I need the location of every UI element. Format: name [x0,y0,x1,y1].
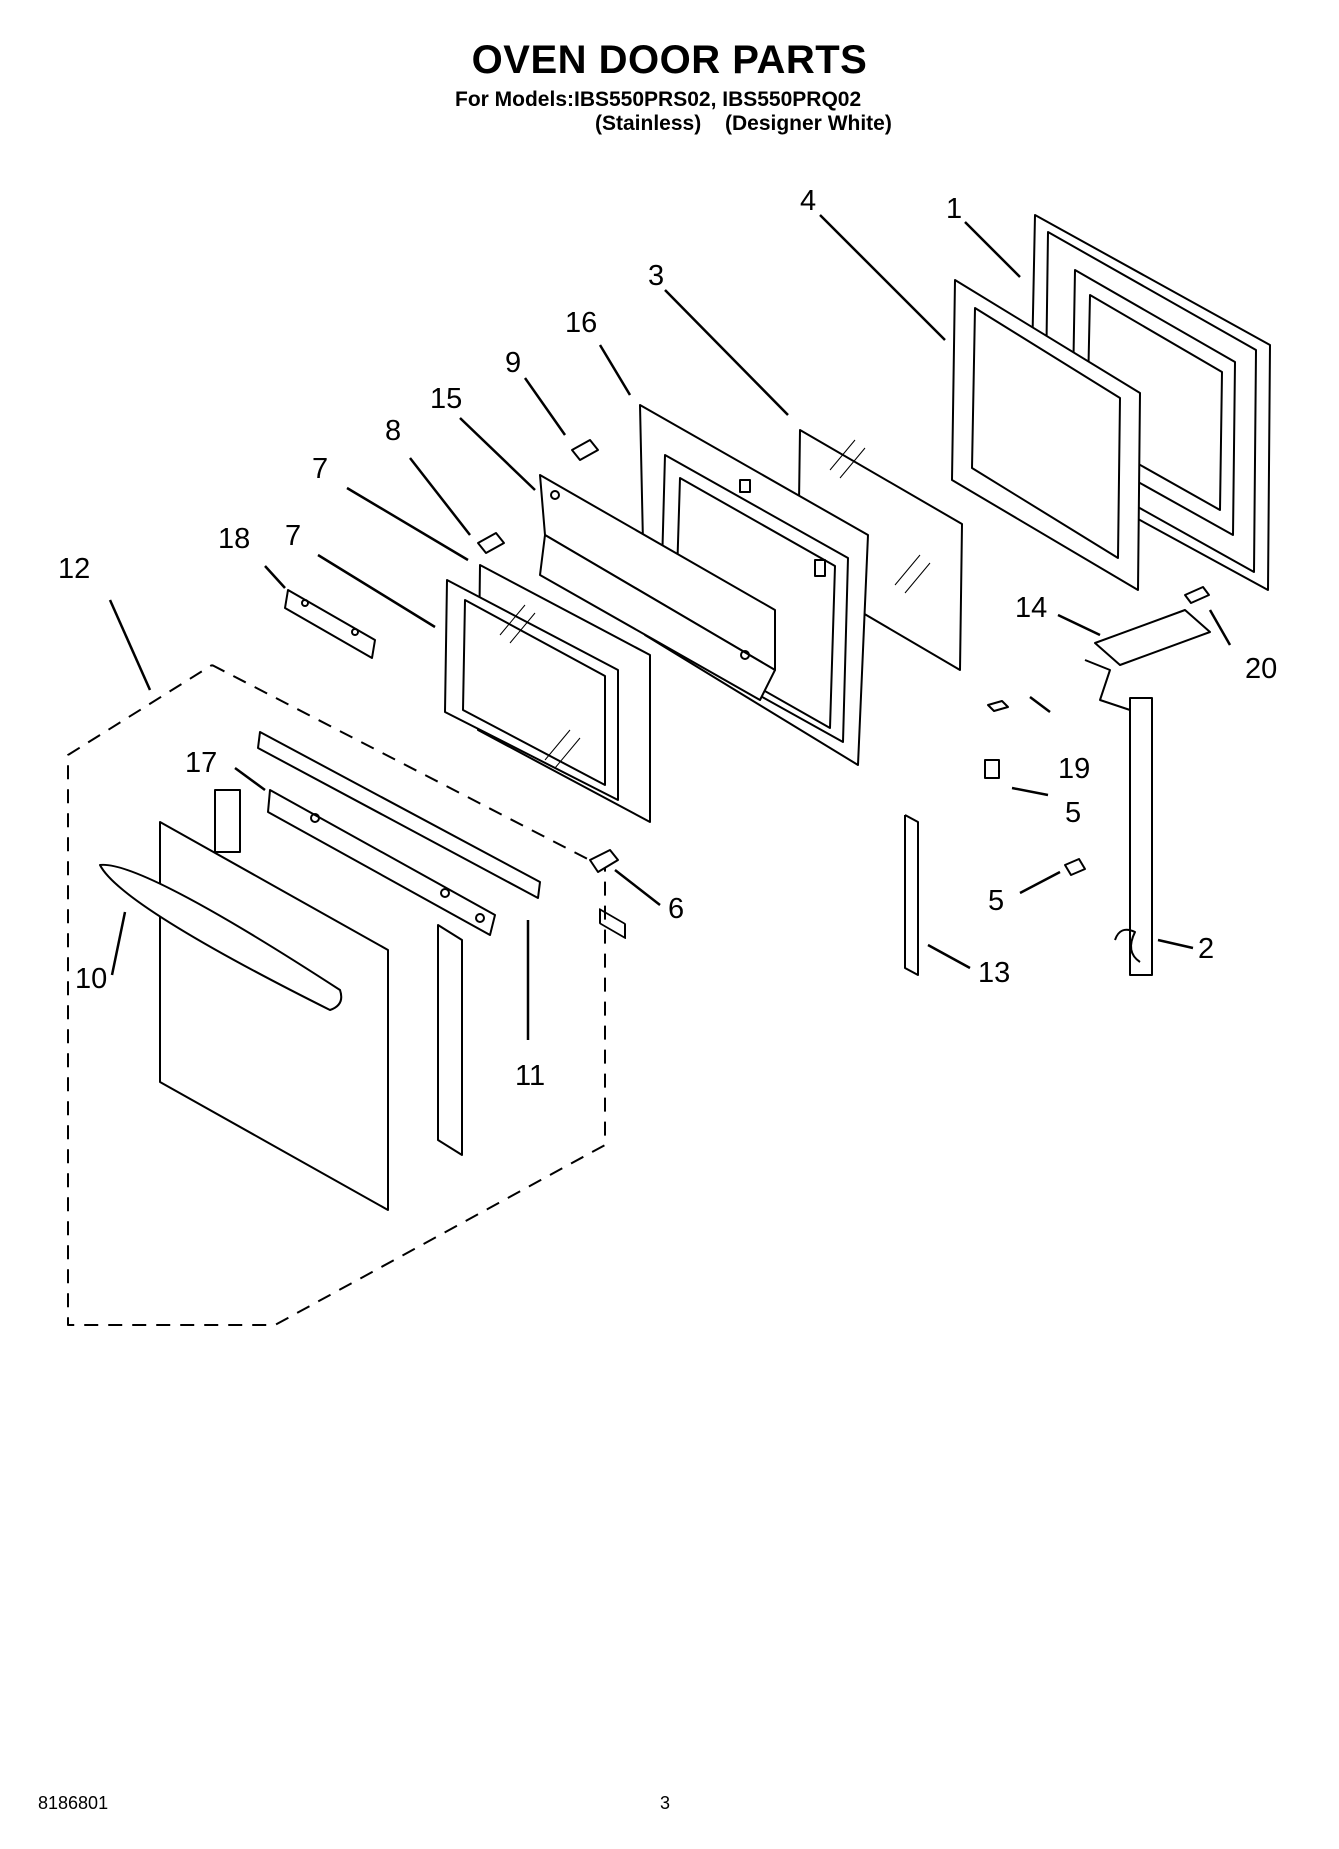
callout-20: 20 [1245,653,1277,685]
part-8-screw [477,532,505,554]
callout-1: 1 [946,193,962,225]
callout-16: 16 [565,307,597,339]
models-line: For Models:IBS550PRS02, IBS550PRQ02 [455,88,862,111]
callout-3: 3 [648,260,664,292]
part-19-clip [987,700,1009,712]
callout-11: 11 [515,1060,545,1092]
callout-17: 17 [185,747,217,779]
part-7-door-glass [444,564,651,823]
callout-10: 10 [75,963,107,995]
finish-stainless: (Stainless) [595,112,702,135]
callout-14: 14 [1015,592,1047,624]
callout-labels: 1 4 3 16 9 15 8 7 7 18 12 17 14 20 19 5 … [58,185,1277,1092]
callout-15: 15 [430,383,462,415]
callout-5a: 5 [1065,797,1081,829]
footer-page-number: 3 [660,1793,671,1813]
part-18-bracket [284,589,376,659]
callout-5b: 5 [988,885,1004,917]
callout-12: 12 [58,553,90,585]
callout-4: 4 [800,185,816,217]
callout-6: 6 [668,893,684,925]
callout-13: 13 [978,957,1010,989]
callout-19: 19 [1058,753,1090,785]
part-11-door-channel [257,731,541,899]
part-2-hinge [1114,697,1153,976]
footer-part-number: 8186801 [38,1793,109,1813]
callout-9: 9 [505,347,521,379]
callout-7a: 7 [312,453,328,485]
part-17-top-trim [267,789,496,936]
part-9-screw [571,439,599,461]
page-title: OVEN DOOR PARTS [471,38,868,82]
callout-2: 2 [1198,933,1214,965]
part-10-outer-panel [99,789,463,1211]
part-5-screw-upper [984,759,1000,779]
leader-lines [108,214,1232,1040]
part-20-screw [1184,586,1210,604]
part-5-screw-lower [1064,858,1086,876]
part-15-spacer-plate [539,474,776,939]
callout-7b: 7 [285,520,301,552]
callout-18: 18 [218,523,250,555]
part-14-hinge-bracket [1084,609,1211,711]
part-4-gasket-frame [951,279,1141,591]
part-6-screw [589,849,619,873]
finish-designer-white: (Designer White) [725,112,892,135]
callout-8: 8 [385,415,401,447]
part-13-hinge-arm [904,814,919,976]
